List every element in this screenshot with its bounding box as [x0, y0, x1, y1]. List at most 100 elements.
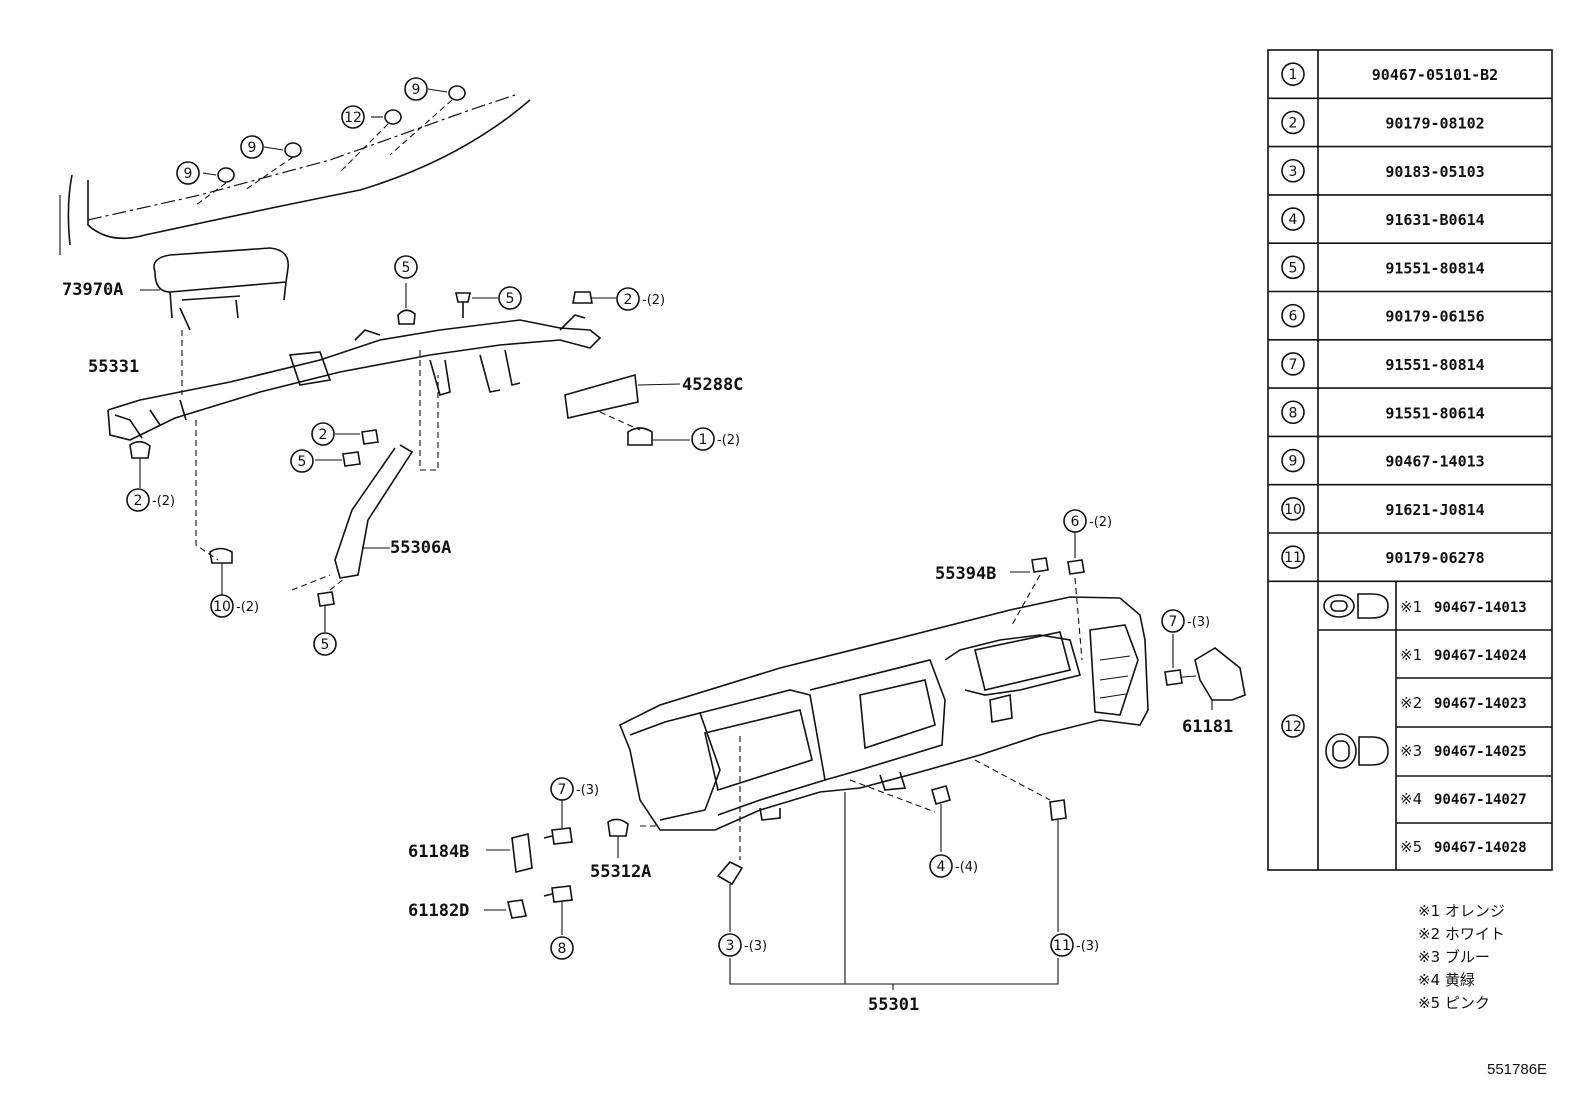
- callout-c9b: 9: [240, 135, 264, 159]
- callout-circle: [341, 105, 365, 129]
- clip-icon-multi: [1325, 733, 1389, 769]
- callout-qty: -(2): [1089, 515, 1112, 530]
- callout-number: 6: [1071, 514, 1080, 530]
- callout-c9a: 9: [176, 161, 200, 185]
- callout-c7b: 7-(3): [550, 777, 599, 801]
- row-part-number: 91551-80814: [1385, 259, 1484, 277]
- callout-c5b: 5: [498, 286, 522, 310]
- variant-part-number: 90467-14028: [1434, 840, 1527, 856]
- callout-number: 9: [248, 140, 257, 156]
- variant-mark: ※2: [1400, 694, 1422, 712]
- callout-number: 7: [558, 782, 567, 798]
- callout-circle: [691, 427, 715, 451]
- callout-c2a: 2-(2): [616, 287, 665, 311]
- row-part-number: 90467-05101-B2: [1372, 66, 1498, 84]
- row-number-circle: [1281, 497, 1305, 521]
- row-part-number: 90467-14013: [1385, 453, 1484, 471]
- callout-c9c: 9: [404, 77, 428, 101]
- dash-lower-fasteners: [484, 736, 1067, 935]
- row-number-circle: [1281, 110, 1305, 135]
- row-number: 2: [1289, 115, 1298, 131]
- callout-circle: [550, 936, 574, 960]
- callout-number: 5: [402, 260, 411, 276]
- row-part-number: 91551-80614: [1385, 404, 1484, 422]
- variant-mark: ※5: [1400, 838, 1422, 856]
- row-number: 11: [1284, 550, 1302, 566]
- callout-circle: [1161, 609, 1185, 633]
- part-45288C-shape: [564, 373, 690, 446]
- row-part-number: 90179-06278: [1385, 549, 1484, 567]
- row-number-circle: [1281, 352, 1305, 376]
- callout-number: 10: [213, 599, 231, 615]
- diagram-code: 551786E: [1487, 1061, 1547, 1078]
- row-number: 10: [1284, 502, 1302, 518]
- callout-qty: -(2): [152, 494, 175, 509]
- row-number: 8: [1289, 405, 1298, 421]
- table-row: 5 91551-80814: [1268, 255, 1552, 293]
- table-row: 8 91551-80614: [1268, 400, 1552, 438]
- callout-c5d: 5: [313, 632, 337, 656]
- callout-number: 5: [298, 454, 307, 470]
- legend-entry: ※2 ホワイト: [1418, 925, 1505, 943]
- table-row: 11 90179-06278: [1268, 545, 1552, 583]
- callout-circle: [550, 777, 574, 801]
- part-55306A-shape: [291, 444, 414, 591]
- callout-circle: [210, 594, 234, 618]
- callout-number: 7: [1169, 614, 1178, 630]
- callout-qty: -(3): [744, 939, 767, 954]
- callout-c1: 1-(2): [691, 427, 740, 451]
- callout-number: 2: [319, 427, 328, 443]
- row-number-circle: [1281, 158, 1305, 183]
- callout-qty: -(4): [955, 860, 978, 875]
- callout-c11: 11-(3): [1050, 933, 1099, 957]
- cowl-panel: [59, 94, 531, 255]
- legend-entry: ※1 オレンジ: [1418, 902, 1505, 920]
- label-61184B: 61184B: [408, 842, 469, 862]
- table-row: 1 90467-05101-B2: [1268, 62, 1552, 100]
- callout-c12: 12: [341, 105, 365, 129]
- row-number: 3: [1289, 164, 1298, 180]
- row-number-circle: [1281, 62, 1305, 86]
- callout-circle: [290, 449, 314, 473]
- row-number-circle: [1281, 448, 1305, 473]
- row-number: 5: [1289, 260, 1298, 276]
- variant-part-number: 90467-14027: [1434, 792, 1527, 808]
- callout-number: 5: [321, 637, 330, 653]
- label-45288C: 45288C: [682, 375, 743, 395]
- part-61181-shape: [1164, 634, 1246, 710]
- callout-circle: [1050, 933, 1074, 957]
- label-61181: 61181: [1182, 717, 1233, 737]
- callout-circle: [394, 255, 418, 279]
- row-number: 12: [1284, 719, 1302, 735]
- variant-part-number: 90467-14023: [1434, 696, 1527, 712]
- part-55301-shape: [618, 596, 1149, 831]
- label-55312A: 55312A: [590, 862, 651, 882]
- callout-number: 2: [624, 292, 633, 308]
- label-55301: 55301: [868, 995, 919, 1015]
- callout-circle: [311, 422, 335, 446]
- callout-circle: [1063, 509, 1087, 533]
- row-number-circle: [1281, 303, 1305, 328]
- label-55331: 55331: [88, 357, 139, 377]
- callout-c5c: 5: [290, 449, 314, 473]
- row-number: 7: [1289, 357, 1298, 373]
- variant-mark: ※1: [1400, 646, 1422, 664]
- callout-circle: [718, 933, 742, 957]
- callout-circle: [404, 77, 428, 101]
- variant-row: ※5 90467-14028: [1400, 838, 1527, 856]
- callout-number: 2: [134, 493, 143, 509]
- row-number: 1: [1289, 67, 1298, 83]
- callout-c2c: 2: [311, 422, 335, 446]
- callout-number: 3: [726, 938, 735, 954]
- upper-fasteners: [129, 283, 616, 632]
- legend-entry: ※4 黄緑: [1418, 971, 1475, 989]
- row-number-circle: [1281, 400, 1305, 425]
